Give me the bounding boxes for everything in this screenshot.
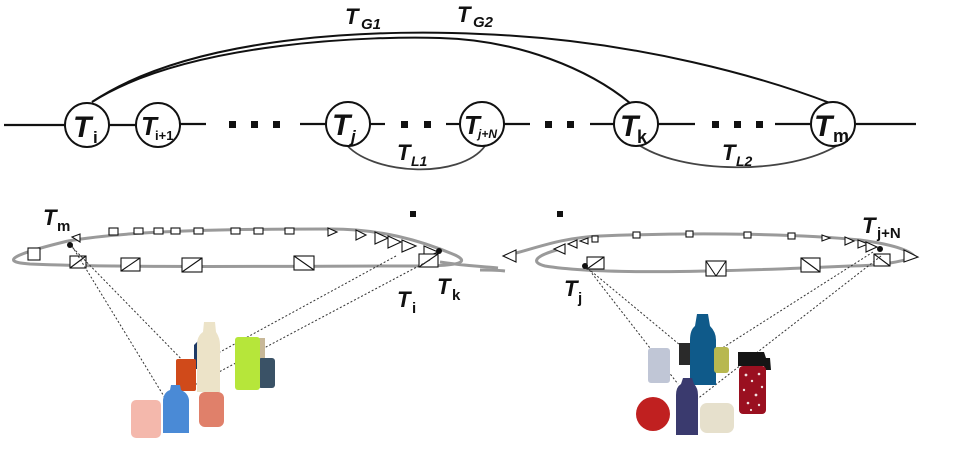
left-label-tm-sub: m [57, 218, 70, 235]
label-tl2: T L2 [722, 140, 753, 169]
obj-pink-box [131, 400, 161, 438]
node-tm-sub: m [833, 126, 849, 146]
node-tjn-base: T [464, 110, 482, 140]
camera-frustums-top [27, 227, 440, 261]
pose-dot-tjn [877, 246, 883, 252]
obj-navy-bottle [676, 378, 698, 435]
pose-dot-tm [67, 242, 73, 248]
left-label-tk-sub: k [452, 287, 461, 304]
node-tjn-sub: j+N [476, 127, 497, 141]
obj-cream-bottle [197, 322, 220, 392]
camera-frustums-top [501, 230, 920, 263]
label-tl2-base: T [722, 140, 737, 165]
camera-frustums-bottom [586, 253, 891, 277]
right-label-tjn-base: T [862, 213, 877, 238]
label-tg2-sub: G2 [473, 14, 494, 31]
label-tg1-sub: G1 [361, 16, 381, 33]
obj-salmon-cup [199, 392, 224, 427]
node-ti-sub: i [93, 128, 98, 147]
left-label-tm: T m [43, 205, 70, 235]
label-tl1-base: T [397, 140, 412, 165]
node-tk: T k [613, 101, 659, 147]
left-label-tk-base: T [437, 274, 452, 299]
right-label-tjn: T j+N [862, 213, 901, 242]
global-edge-g1 [91, 36, 631, 104]
right-label-tj-sub: j [577, 290, 582, 307]
left-scene: T m T i T k [12, 205, 499, 438]
right-scene: T j T j+N [479, 211, 920, 435]
obj-beige-mug [700, 403, 734, 433]
obj-maroon-thermos [739, 366, 766, 414]
left-label-ti-base: T [397, 287, 412, 312]
node-tj-base: T [332, 109, 353, 142]
backbone-line [4, 122, 916, 127]
label-tl1: T L1 [397, 140, 428, 169]
node-tm-base: T [814, 110, 835, 143]
right-view-rays [584, 251, 882, 401]
local-edge-l2 [635, 142, 839, 169]
obj-red-ball [636, 397, 670, 431]
obj-black-block [679, 343, 691, 365]
node-ti1: T i+1 [135, 102, 181, 148]
left-view-rays [69, 244, 431, 399]
camera-frustums-bottom [69, 253, 439, 273]
thermos-speckle [742, 372, 764, 412]
node-tj-sub: j [349, 127, 357, 146]
node-ti: T i [64, 102, 110, 148]
global-edge-g2 [91, 31, 831, 104]
label-tg2: T G2 [457, 2, 494, 31]
label-tg1-base: T [345, 4, 360, 29]
label-tg1: T G1 [345, 4, 381, 33]
left-objects [131, 322, 275, 438]
pose-dot-tk [436, 248, 442, 254]
obj-blue-bottle [163, 385, 189, 433]
marker-point [557, 211, 563, 217]
node-tk-base: T [620, 110, 641, 143]
obj-dark-slate-box [258, 358, 275, 388]
node-tjn: T j+N [459, 101, 505, 147]
obj-gray-box [648, 348, 670, 383]
right-objects [636, 314, 771, 435]
label-tg2-base: T [457, 2, 472, 27]
label-tl2-sub: L2 [736, 153, 753, 169]
pose-dot-tj [582, 263, 588, 269]
obj-blue-bottle [690, 314, 716, 385]
marker-point [410, 211, 416, 217]
left-label-tm-base: T [43, 205, 58, 230]
node-tj: T j [325, 101, 371, 147]
right-label-tjn-sub: j+N [876, 225, 901, 242]
node-tm: T m [810, 101, 856, 147]
node-tk-sub: k [637, 127, 648, 147]
right-label-tj: T j [564, 276, 582, 307]
left-label-ti: T i [397, 287, 416, 317]
left-label-ti-sub: i [412, 300, 416, 317]
obj-orange-box [176, 359, 196, 391]
node-ti1-sub: i+1 [155, 128, 173, 143]
obj-tan-box [256, 338, 265, 358]
node-ti-base: T [73, 111, 94, 144]
obj-olive-box [714, 347, 729, 373]
ellipsis-dots [229, 121, 763, 128]
node-ti1-base: T [141, 111, 159, 141]
pose-graph: T i T i+1 T j T j+N T k T m [4, 2, 916, 171]
local-edge-l1 [344, 142, 486, 171]
obj-lime-box [235, 337, 260, 390]
label-tl1-sub: L1 [411, 153, 428, 169]
right-label-tj-base: T [564, 276, 579, 301]
left-label-tk: T k [437, 274, 461, 304]
obj-thermos-lid [738, 352, 771, 370]
